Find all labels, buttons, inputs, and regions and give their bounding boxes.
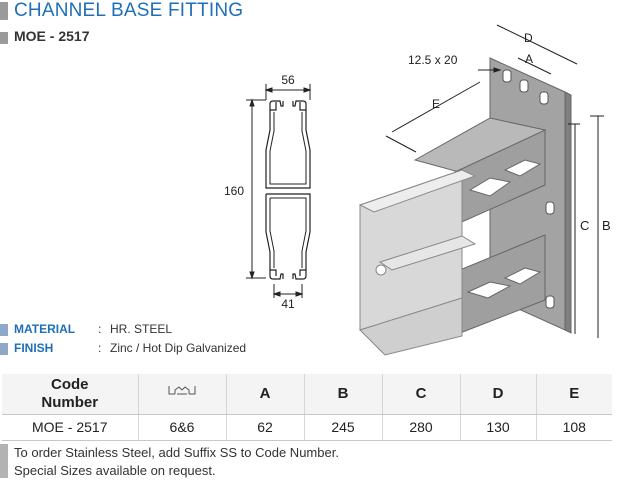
- spec-material: MATERIAL : HR. STEEL: [0, 322, 300, 338]
- header-code-line2: Number: [41, 393, 99, 411]
- note-stainless: To order Stainless Steel, add Suffix SS …: [14, 445, 339, 460]
- cell-b: 245: [304, 414, 383, 441]
- profile-width-label: 56: [281, 73, 295, 87]
- header-d: D: [460, 374, 537, 415]
- cell-channel: 6&6: [138, 414, 227, 441]
- product-code: MOE - 2517: [14, 28, 90, 44]
- page-title: CHANNEL BASE FITTING: [14, 0, 244, 21]
- channel-profile-drawing: [246, 84, 312, 298]
- cell-code: MOE - 2517: [2, 414, 139, 441]
- header-c: C: [382, 374, 461, 415]
- profile-height-label: 160: [224, 184, 244, 198]
- table-header-row: Code Number A B C D E: [2, 374, 612, 415]
- spec-accent-bar: [0, 324, 8, 336]
- table-row: MOE - 2517 6&6 62 245 280 130 108: [2, 414, 612, 441]
- dimension-table: Code Number A B C D E MOE - 2517 6&6 62 …: [2, 374, 612, 441]
- cell-e: 108: [536, 414, 612, 441]
- dim-d-label: D: [524, 31, 533, 45]
- notes-accent-bar: [0, 444, 8, 478]
- header-e: E: [536, 374, 612, 415]
- header-a: A: [226, 374, 305, 415]
- slot-size-label: 12.5 x 20: [408, 53, 458, 67]
- header-channel-icon-cell: [138, 374, 227, 415]
- cell-c: 280: [382, 414, 461, 441]
- spec-material-colon: :: [98, 322, 102, 336]
- code-accent-bar: [0, 32, 8, 44]
- note-special-sizes: Special Sizes available on request.: [14, 463, 216, 478]
- dim-b-label: B: [602, 218, 611, 233]
- dim-e-label: E: [432, 97, 440, 111]
- dim-c-label: C: [580, 218, 589, 233]
- channel-pair-icon: [168, 385, 196, 395]
- spec-material-value: HR. STEEL: [110, 322, 173, 336]
- header-code-line1: Code: [51, 375, 89, 393]
- fitting-3d-drawing: [358, 24, 604, 356]
- spec-accent-bar: [0, 343, 8, 355]
- title-accent-bar: [0, 2, 8, 20]
- spec-finish-colon: :: [98, 341, 102, 355]
- spec-finish: FINISH : Zinc / Hot Dip Galvanized: [0, 341, 300, 357]
- spec-finish-label: FINISH: [14, 341, 54, 355]
- dim-a-label: A: [525, 52, 533, 66]
- technical-drawing: 56 160 41: [224, 24, 611, 356]
- cell-a: 62: [226, 414, 305, 441]
- spec-material-label: MATERIAL: [14, 322, 76, 336]
- profile-base-label: 41: [281, 297, 295, 311]
- header-b: B: [304, 374, 383, 415]
- cell-d: 130: [460, 414, 537, 441]
- header-code-number: Code Number: [2, 374, 139, 415]
- spec-finish-value: Zinc / Hot Dip Galvanized: [110, 341, 247, 355]
